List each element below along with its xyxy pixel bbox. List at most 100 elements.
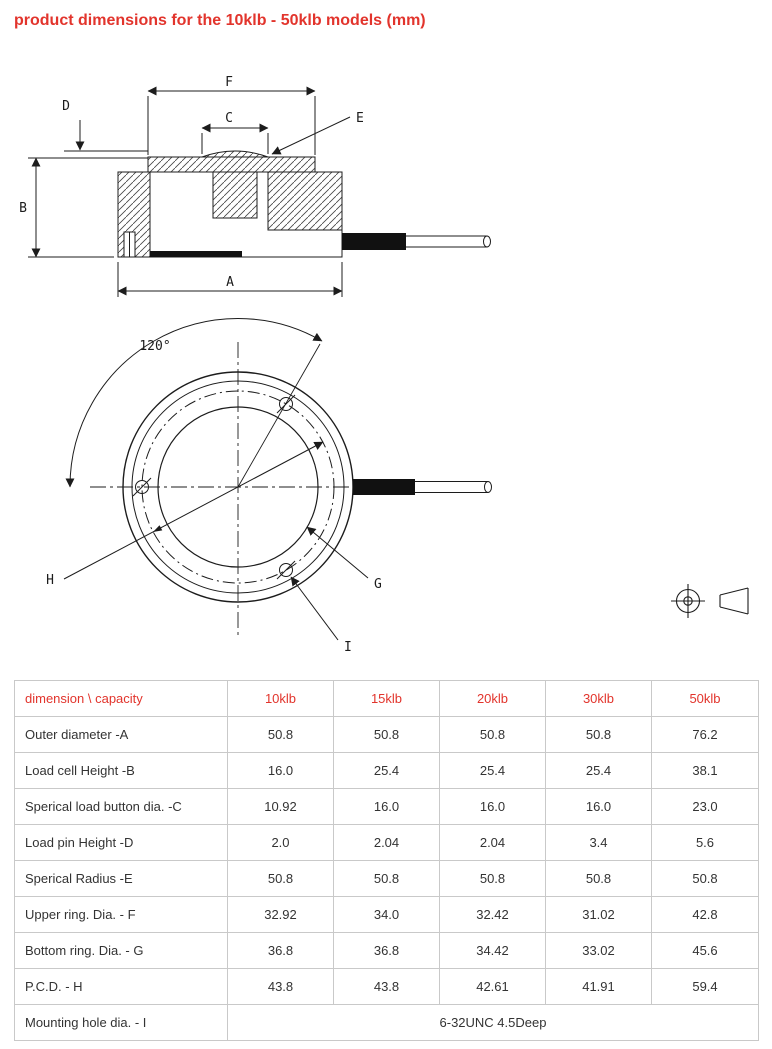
table-header-row: dimension \ capacity 10klb 15klb 20klb 3… xyxy=(14,680,759,717)
cell-value: 50.8 xyxy=(227,860,334,897)
dimension-F: F xyxy=(147,75,316,155)
table-row: P.C.D. - H 43.8 43.8 42.61 41.91 59.4 xyxy=(14,968,759,1005)
dimension-D: D xyxy=(62,99,148,152)
label-B: B xyxy=(19,201,27,216)
cell-value: 31.02 xyxy=(545,896,652,933)
row-label: P.C.D. - H xyxy=(14,968,228,1005)
cell-value: 43.8 xyxy=(333,968,440,1005)
cell-value: 2.04 xyxy=(333,824,440,861)
label-A: A xyxy=(226,275,234,290)
cell-value: 5.6 xyxy=(651,824,759,861)
label-F: F xyxy=(225,75,233,90)
mounting-hole-left xyxy=(132,477,152,497)
cell-value: 50.8 xyxy=(227,716,334,753)
cell-value: 50.8 xyxy=(439,716,546,753)
cell-value: 42.61 xyxy=(439,968,546,1005)
cell-value: 33.02 xyxy=(545,932,652,969)
cell-value: 2.0 xyxy=(227,824,334,861)
row-label: Mounting hole dia. - I xyxy=(14,1004,228,1041)
label-C: C xyxy=(225,111,233,126)
row-label: Load cell Height -B xyxy=(14,752,228,789)
cell-value: 32.92 xyxy=(227,896,334,933)
cell-value: 50.8 xyxy=(651,860,759,897)
cable-top-view xyxy=(353,479,492,495)
cell-value: 50.8 xyxy=(333,716,440,753)
cell-value: 50.8 xyxy=(439,860,546,897)
table-row: Mounting hole dia. - I 6-32UNC 4.5Deep xyxy=(14,1004,759,1041)
cell-value: 16.0 xyxy=(439,788,546,825)
third-angle-projection-symbol xyxy=(671,584,749,618)
cable-side-view xyxy=(342,233,491,250)
cell-value: 25.4 xyxy=(545,752,652,789)
cell-value: 43.8 xyxy=(227,968,334,1005)
label-D: D xyxy=(62,99,70,114)
leader-I: I xyxy=(290,576,352,655)
cell-value: 34.0 xyxy=(333,896,440,933)
load-pin xyxy=(123,231,136,258)
cell-value: 41.91 xyxy=(545,968,652,1005)
cell-value: 25.4 xyxy=(439,752,546,789)
page-title: product dimensions for the 10klb - 50klb… xyxy=(14,12,426,29)
cell-value: 36.8 xyxy=(227,932,334,969)
label-angle: 120° xyxy=(139,339,170,354)
side-view-section-hatching xyxy=(117,150,343,258)
dimension-B: B xyxy=(19,157,148,258)
cell-value: 16.0 xyxy=(545,788,652,825)
row-label: Sperical load button dia. -C xyxy=(14,788,228,825)
table-row: Sperical Radius -E 50.8 50.8 50.8 50.8 5… xyxy=(14,860,759,897)
cell-value: 3.4 xyxy=(545,824,652,861)
table-row: Load cell Height -B 16.0 25.4 25.4 25.4 … xyxy=(14,752,759,789)
cell-value: 45.6 xyxy=(651,932,759,969)
side-view: F C D E B A xyxy=(19,75,491,297)
merged-cell-thread-spec: 6-32UNC 4.5Deep xyxy=(227,1004,759,1041)
cell-value: 36.8 xyxy=(333,932,440,969)
cell-value: 50.8 xyxy=(545,860,652,897)
cell-value: 76.2 xyxy=(651,716,759,753)
table-row: Outer diameter -A 50.8 50.8 50.8 50.8 76… xyxy=(14,716,759,753)
cell-value: 23.0 xyxy=(651,788,759,825)
projection-circle-icon xyxy=(671,584,705,618)
cell-value: 59.4 xyxy=(651,968,759,1005)
table-row: Sperical load button dia. -C 10.92 16.0 … xyxy=(14,788,759,825)
header-50klb: 50klb xyxy=(651,680,759,717)
cell-value: 16.0 xyxy=(333,788,440,825)
technical-drawing: F C D E B A xyxy=(19,75,749,655)
base-strip xyxy=(150,251,242,257)
cell-value: 16.0 xyxy=(227,752,334,789)
label-I: I xyxy=(344,640,352,655)
cell-value: 2.04 xyxy=(439,824,546,861)
label-E: E xyxy=(356,111,364,126)
cell-value: 38.1 xyxy=(651,752,759,789)
dimension-C: C xyxy=(201,111,269,154)
dimension-angle-120: 120° xyxy=(65,318,323,488)
row-label: Upper ring. Dia. - F xyxy=(14,896,228,933)
header-15klb: 15klb xyxy=(333,680,440,717)
row-label: Load pin Height -D xyxy=(14,824,228,861)
header-30klb: 30klb xyxy=(545,680,652,717)
header-20klb: 20klb xyxy=(439,680,546,717)
header-dimension-capacity: dimension \ capacity xyxy=(14,680,228,717)
mounting-hole-bottom xyxy=(276,560,296,580)
cell-value: 10.92 xyxy=(227,788,334,825)
row-label: Outer diameter -A xyxy=(14,716,228,753)
row-label: Sperical Radius -E xyxy=(14,860,228,897)
dimension-A: A xyxy=(117,262,343,297)
table-row: Bottom ring. Dia. - G 36.8 36.8 34.42 33… xyxy=(14,932,759,969)
leader-E: E xyxy=(271,111,364,155)
projection-cone-icon xyxy=(719,587,749,615)
dimension-H: H xyxy=(46,441,324,588)
cell-value: 50.8 xyxy=(545,716,652,753)
load-button-dome xyxy=(201,150,269,158)
header-10klb: 10klb xyxy=(227,680,334,717)
cell-value: 34.42 xyxy=(439,932,546,969)
cell-value: 32.42 xyxy=(439,896,546,933)
dimensions-table: dimension \ capacity 10klb 15klb 20klb 3… xyxy=(14,680,759,1041)
label-G: G xyxy=(374,577,382,592)
cell-value: 25.4 xyxy=(333,752,440,789)
leader-G: G xyxy=(306,526,382,592)
table-row: Upper ring. Dia. - F 32.92 34.0 32.42 31… xyxy=(14,896,759,933)
cell-value: 50.8 xyxy=(333,860,440,897)
row-label: Bottom ring. Dia. - G xyxy=(14,932,228,969)
top-view: 120° H G I xyxy=(46,318,492,655)
cell-value: 42.8 xyxy=(651,896,759,933)
